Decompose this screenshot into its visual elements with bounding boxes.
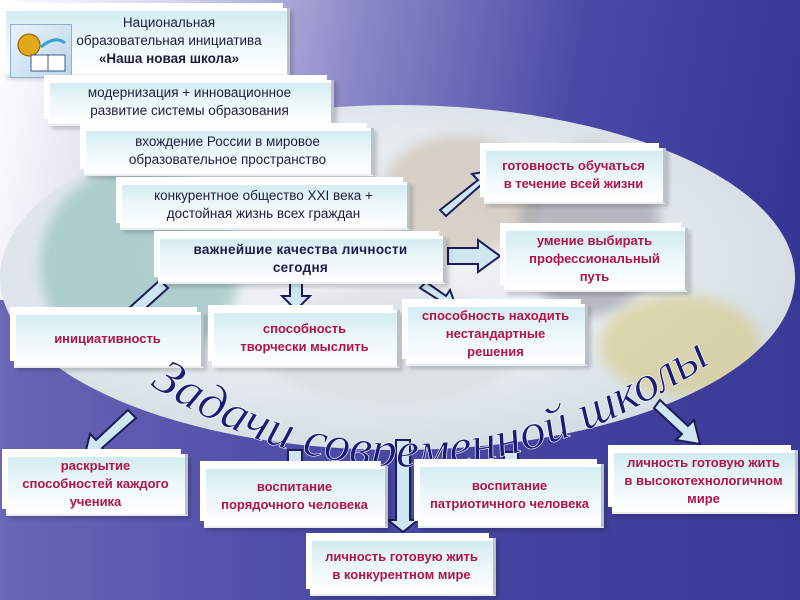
globe-book-icon (10, 24, 72, 78)
quality-initiative: инициативность (10, 307, 204, 368)
task-decent-person: воспитание порядочного человека (200, 461, 388, 528)
task-line: личность готовую жить (325, 549, 478, 564)
quality-line: нестандартные (445, 326, 546, 341)
task-line: мире (687, 491, 720, 506)
task-line: в конкурентном мире (332, 567, 471, 582)
arrow-to-competitive (385, 439, 421, 534)
quality-lifelong-learning: готовность обучаться в течение всей жизни (480, 143, 666, 204)
quality-line: в течение всей жизни (503, 176, 644, 191)
step-modernization: модернизация + инновационное развитие сис… (44, 75, 334, 126)
task-line: патриотичного человека (429, 496, 590, 511)
quality-line: решения (467, 344, 524, 359)
task-patriotic-person: воспитание патриотичного человека (414, 459, 604, 528)
step-line: достойная жизнь всех граждан (166, 206, 361, 221)
quality-line: готовность обучаться (502, 158, 645, 173)
task-line: воспитание (256, 479, 333, 494)
task-line: способностей каждого (22, 476, 169, 491)
step-competitive-society: конкурентное общество XXI века + достойна… (116, 177, 410, 230)
quality-line: умение выбирать (536, 233, 653, 248)
step-line: сегодня (272, 260, 329, 275)
quality-line: профессиональный (529, 251, 660, 266)
header-text: Национальная образовательная инициатива … (69, 14, 269, 68)
arrow-to-hightech (652, 398, 702, 446)
header-box: Национальная образовательная инициатива … (0, 3, 290, 78)
step-world-education: вхождение России в мировое образовательно… (80, 123, 374, 176)
step-line: образовательное пространство (128, 152, 327, 167)
header-line3: «Наша новая школа» (98, 51, 240, 66)
step-line: важнейшие качества личности (193, 242, 408, 257)
quality-line: способность находить (421, 308, 570, 323)
task-competitive-world: личность готовую жить в конкурентном мире (306, 533, 496, 596)
quality-creative-thinking: способность творчески мыслить (208, 305, 400, 368)
task-line: ученика (69, 494, 122, 509)
step-line: модернизация + инновационное (87, 85, 292, 100)
header-line1: Национальная (122, 15, 216, 30)
quality-line: творчески мыслить (240, 339, 369, 354)
quality-line: путь (579, 269, 610, 284)
quality-line: инициативность (54, 331, 161, 346)
step-key-qualities: важнейшие качества личности сегодня (154, 231, 446, 284)
header-line2: образовательная инициатива (76, 33, 262, 48)
task-line: раскрытие (60, 458, 131, 473)
arrow-to-career (447, 238, 502, 274)
step-line: конкурентное общество XXI века + (154, 188, 373, 203)
quality-career-choice: умение выбирать профессиональный путь (500, 223, 688, 292)
task-line: воспитание (471, 478, 548, 493)
step-line: развитие системы образования (90, 103, 289, 118)
task-line: в высокотехнологичном (624, 473, 783, 488)
task-line: личность готовую жить (627, 455, 780, 470)
quality-line: способность (262, 321, 347, 336)
task-reveal-abilities: раскрытие способностей каждого ученика (2, 449, 188, 516)
task-line: порядочного человека (221, 497, 368, 512)
task-hightech-world: личность готовую жить в высокотехнологичн… (608, 445, 798, 514)
quality-nonstandard-solutions: способность находить нестандартные решения (402, 299, 588, 366)
step-line: вхождение России в мировое (135, 134, 320, 149)
arrow-to-creative (279, 281, 313, 312)
